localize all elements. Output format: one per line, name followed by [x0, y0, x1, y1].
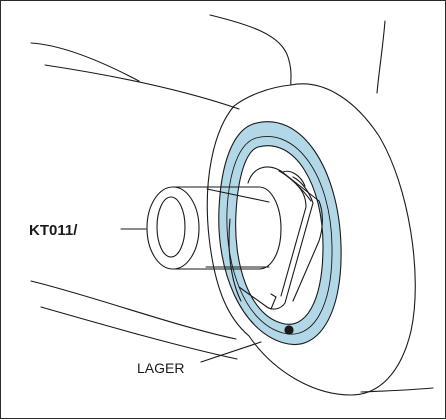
- wheel-housing: [206, 83, 416, 396]
- tool-label: KT011/: [29, 222, 78, 239]
- shaft-hub: [228, 166, 323, 302]
- bearing-label: LAGER: [137, 360, 184, 376]
- lever-key: [238, 170, 314, 310]
- housing-outline: [30, 14, 434, 393]
- bearing-marker-dot: [284, 325, 294, 335]
- bearing-ring-fill: [218, 121, 342, 345]
- cylindrical-tool: [146, 186, 282, 270]
- bearing-ring: [218, 121, 342, 345]
- bearing-leader-line: [200, 341, 262, 363]
